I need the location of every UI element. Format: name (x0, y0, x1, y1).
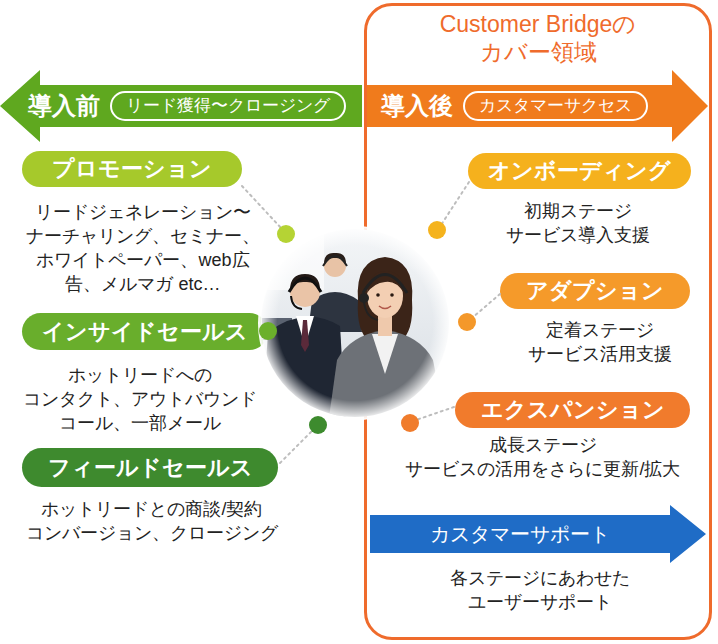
person-head (290, 277, 320, 307)
stage-pill: エクスパンション (455, 392, 690, 428)
leader-line (472, 294, 500, 318)
phase-arrow: リード獲得〜クロージング 導入前 (0, 70, 362, 142)
neck (378, 314, 392, 336)
description-text: ホットリードとの商談/契約 コンバージョン、クロージング (21, 497, 283, 545)
person-fringe (367, 271, 404, 293)
eye (390, 293, 394, 297)
stage-name: プロモーション (52, 156, 212, 182)
phase-tag-text: カスタマーサクセス (479, 96, 632, 116)
smile (379, 306, 391, 309)
arrow-fill (370, 505, 706, 563)
leader-line (242, 186, 282, 229)
stage-name: アダプション (526, 278, 664, 304)
coverage-region: カスタマーサクセス導入後オンボーディングアダプションエクスパンションカスタマーサ… (364, 3, 712, 640)
stage-pill: インサイドセールス (22, 313, 268, 350)
phase-name: 導入前 (28, 90, 100, 122)
headset (289, 278, 321, 292)
description-box: 定着ステージ サービス活用支援 (518, 318, 683, 366)
headset-mic (364, 302, 378, 320)
leader-line (262, 330, 264, 332)
photo-fade (258, 226, 452, 420)
person-hair (324, 253, 346, 264)
eye (376, 293, 380, 297)
person-hair (358, 257, 413, 342)
description-box: 初期ステージ サービス導入支援 (496, 199, 661, 247)
photo-circle (255, 225, 455, 425)
leader-line (416, 407, 454, 420)
leader-dot (428, 221, 446, 239)
description-text: 定着ステージ サービス活用支援 (518, 318, 683, 366)
description-text: リードジェネレーション〜 ナーチャリング、セミナー、 ホワイトペーパー、web広… (21, 200, 266, 296)
leader-lines (242, 182, 500, 463)
leader-line (280, 430, 313, 463)
jacket (328, 330, 446, 425)
stage-name: オンボーディング (488, 158, 671, 184)
blouse (372, 334, 398, 374)
leader-line (441, 182, 469, 225)
person-head (324, 255, 346, 277)
region-title: Customer Bridgeの カバー領域 (422, 10, 654, 66)
person-body (262, 317, 346, 425)
shirt (296, 316, 314, 346)
stage-name: フィールドセールス (48, 455, 253, 481)
support-arrow: カスタマーサポート (370, 505, 706, 563)
monitor (262, 318, 292, 340)
stage-name: エクスパンション (481, 397, 665, 423)
headset-mic (291, 296, 302, 309)
stage-name: インサイドセールス (42, 319, 248, 345)
arrow-fill (0, 70, 362, 142)
description-text: 初期ステージ サービス導入支援 (496, 199, 661, 247)
window-light (262, 232, 324, 290)
person-hair (290, 274, 320, 290)
description-text: 成長ステージ サービスの活用をさらに更新/拡大 (397, 433, 689, 481)
phase-arrow: カスタマーサクセス 導入後 (367, 70, 708, 142)
leader-dot (259, 322, 277, 340)
stage-pill: フィールドセールス (22, 448, 278, 487)
description-box: ホットリードへの コンタクト、アウトバウンド コール、一部メール (18, 363, 263, 435)
phase-tag: カスタマーサクセス (463, 91, 648, 121)
leader-dot (309, 416, 327, 434)
headset (323, 256, 347, 266)
support-name: カスタマーサポート (430, 521, 610, 548)
description-box: 成長ステージ サービスの活用をさらに更新/拡大 (397, 433, 689, 481)
person-face (367, 274, 403, 318)
photo-background (255, 225, 455, 425)
description-text: 各ステージにあわせた ユーザーサポート (440, 566, 640, 614)
description-box: リードジェネレーション〜 ナーチャリング、セミナー、 ホワイトペーパー、web広… (21, 200, 266, 296)
description-text: ホットリードへの コンタクト、アウトバウンド コール、一部メール (18, 363, 263, 435)
stage-pill: プロモーション (22, 151, 242, 187)
headset (363, 275, 407, 294)
leader-dot (458, 313, 476, 331)
description-box: ホットリードとの商談/契約 コンバージョン、クロージング (21, 497, 283, 545)
phase-tag-text: リード獲得〜クロージング (126, 96, 330, 116)
description-box: 各ステージにあわせた ユーザーサポート (440, 566, 640, 614)
stage-pill: アダプション (500, 273, 690, 309)
desk (255, 342, 330, 425)
tie (301, 320, 309, 352)
stage-pill: オンボーディング (468, 153, 691, 189)
phase-name: 導入後 (381, 90, 453, 122)
headset-ear (359, 293, 369, 303)
leader-dot (277, 225, 295, 243)
phase-tag: リード獲得〜クロージング (110, 91, 346, 121)
arrow-fill (367, 70, 708, 142)
leader-dot (401, 414, 419, 432)
person-body (308, 292, 362, 332)
